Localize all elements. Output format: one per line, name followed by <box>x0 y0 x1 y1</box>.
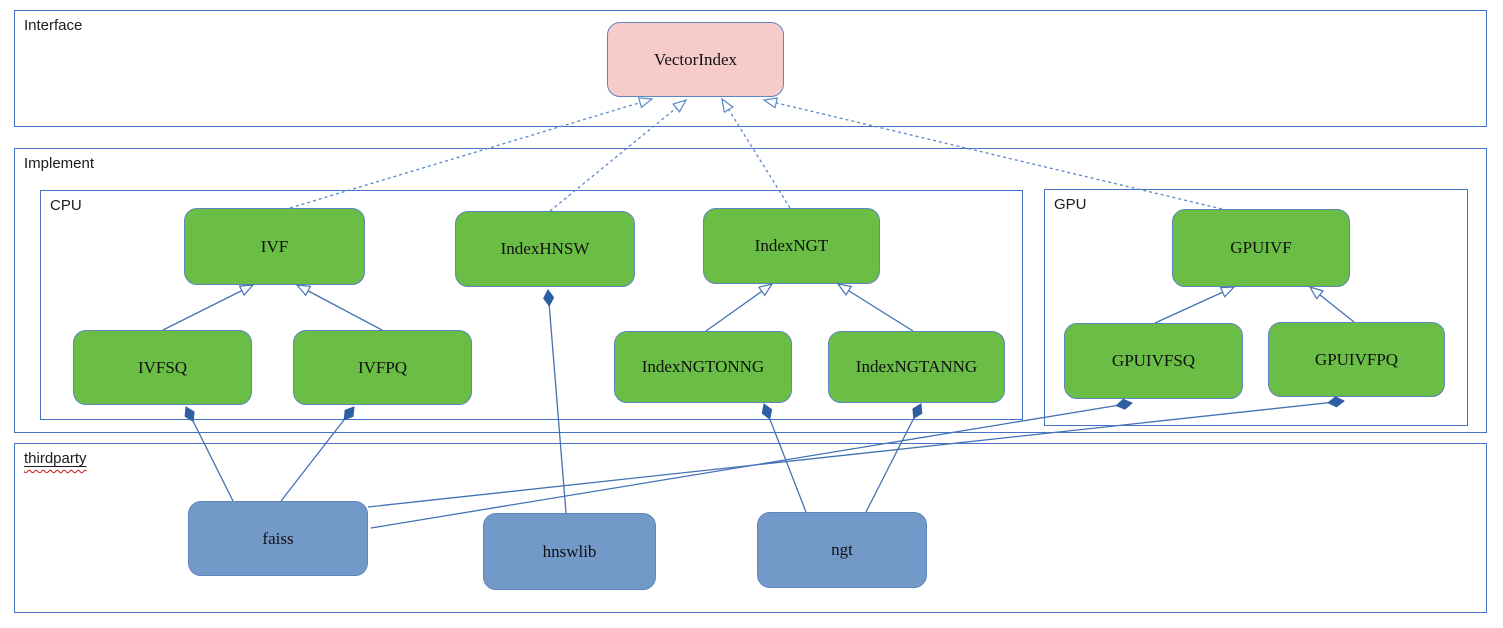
container-label-gpu: GPU <box>1054 196 1087 213</box>
container-label-implement: Implement <box>24 155 95 172</box>
node-label-ivfsq: IVFSQ <box>137 357 188 377</box>
node-ngt[interactable]: ngt <box>757 512 927 588</box>
node-label-vectorindex: VectorIndex <box>653 49 738 69</box>
node-indexngtanng[interactable]: IndexNGTANNG <box>828 331 1005 403</box>
container-label-cpu: CPU <box>50 197 82 214</box>
node-label-ngt: ngt <box>831 540 853 559</box>
node-indexhnsw[interactable]: IndexHNSW <box>455 211 635 287</box>
container-label-text-thirdparty: thirdparty <box>24 450 87 467</box>
node-label-gpuivf: GPUIVF <box>1230 238 1292 257</box>
node-gpuivfsq[interactable]: GPUIVFSQ <box>1064 323 1243 399</box>
node-ivf[interactable]: IVF <box>184 208 365 285</box>
node-label-hnswlib: hnswlib <box>542 541 597 561</box>
node-label-indexngtanng: IndexNGTANNG <box>855 357 978 376</box>
node-label-indexhnsw: IndexHNSW <box>500 239 590 258</box>
node-indexngtonng[interactable]: IndexNGTONNG <box>614 331 792 403</box>
node-label-ivf: IVF <box>260 236 289 256</box>
node-gpuivf[interactable]: GPUIVF <box>1172 209 1350 287</box>
node-label-faiss: faiss <box>262 528 294 548</box>
node-ivfpq[interactable]: IVFPQ <box>293 330 472 405</box>
node-indexngt[interactable]: IndexNGT <box>703 208 880 284</box>
container-label-interface: Interface <box>24 17 83 34</box>
node-vectorindex[interactable]: VectorIndex <box>607 22 784 97</box>
node-ivfsq[interactable]: IVFSQ <box>73 330 252 405</box>
container-label-thirdparty: thirdparty <box>24 450 87 467</box>
node-gpuivfpq[interactable]: GPUIVFPQ <box>1268 322 1445 397</box>
node-hnswlib[interactable]: hnswlib <box>483 513 656 590</box>
node-label-gpuivfpq: GPUIVFPQ <box>1314 349 1399 369</box>
node-label-indexngt: IndexNGT <box>754 236 829 255</box>
node-label-gpuivfsq: GPUIVFSQ <box>1111 351 1196 370</box>
node-faiss[interactable]: faiss <box>188 501 368 576</box>
node-label-ivfpq: IVFPQ <box>357 357 408 377</box>
node-label-indexngtonng: IndexNGTONNG <box>641 357 765 376</box>
